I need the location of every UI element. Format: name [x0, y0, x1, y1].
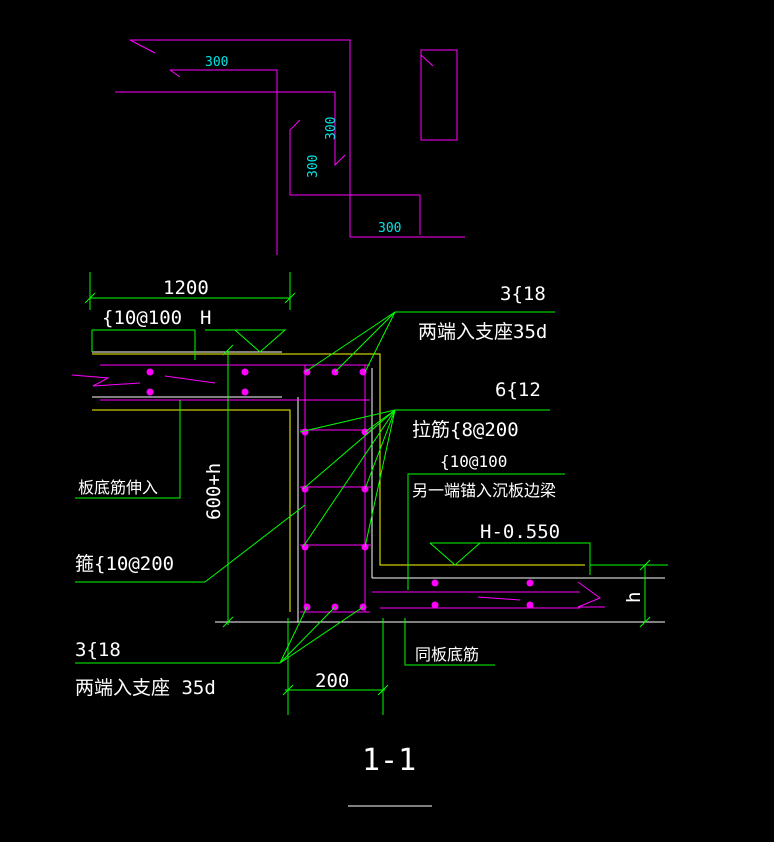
bent-bar-inner — [170, 69, 278, 255]
side-bars-count-label: 6{12 — [495, 379, 541, 401]
bent-bar-lower — [289, 119, 420, 196]
top-bars-note-label: 两端入支座35d — [418, 321, 547, 343]
bottom-bars-count-label: 3{18 — [75, 639, 121, 661]
slab-top-rebar-label: {10@100 — [102, 307, 182, 329]
bottom-bars-note-label: 两端入支座 35d — [75, 677, 216, 699]
elevation-lower-label: H-0.550 — [480, 521, 560, 543]
bend-dim-2: 300 — [324, 117, 339, 140]
bend-dim-3: 300 — [306, 155, 321, 178]
bar-hook — [169, 69, 181, 78]
concrete-outline — [92, 351, 665, 623]
bar-hook — [129, 39, 156, 54]
elevation-top-label: H — [200, 307, 211, 329]
other-slab-note-label: 另一端锚入沉板边梁 — [412, 481, 556, 500]
other-slab-rebar-label: {10@100 — [440, 452, 507, 471]
stirrups-label: 箍{10@200 — [75, 553, 174, 575]
slab-thickness-label: h — [623, 592, 645, 603]
bend-dim-1: 300 — [205, 55, 228, 70]
bar-hook — [420, 54, 434, 67]
dimension-lines — [75, 272, 668, 715]
bar-section-box — [420, 49, 458, 141]
dim-width-label: 1200 — [163, 277, 209, 299]
top-bars-count-label: 3{18 — [500, 283, 546, 305]
bar-hook-vertical — [334, 92, 346, 167]
tie-bars-label: 拉筋{8@200 — [412, 419, 519, 441]
section-title: 1-1 — [362, 743, 416, 778]
slab-edge — [92, 353, 585, 612]
same-slab-bottom-label: 同板底筋 — [415, 645, 479, 664]
break-line-left — [71, 374, 141, 387]
slab-bottom-note-label: 板底筋伸入 — [78, 478, 158, 497]
beam-width-label: 200 — [315, 670, 349, 692]
bend-dim-4: 300 — [378, 221, 401, 236]
depth-dim-label: 600+h — [203, 463, 225, 520]
bent-bar-outer — [130, 39, 465, 238]
break-line-right — [577, 581, 605, 608]
bend-detail — [115, 39, 465, 255]
